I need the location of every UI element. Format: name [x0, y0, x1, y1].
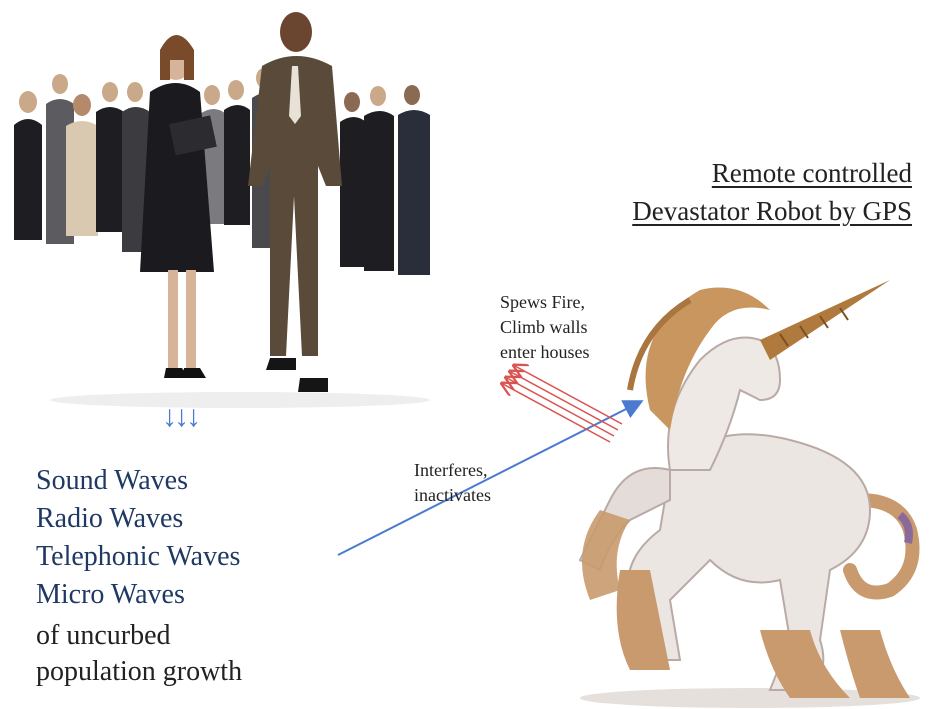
title-line-2: Devastator Robot by GPS: [632, 196, 912, 226]
wave-item: Radio Waves: [36, 503, 184, 534]
fire-arrows: [503, 366, 623, 443]
wave-item: Telephonic Waves: [36, 541, 241, 572]
robot-note-line: Spews Fire,: [500, 292, 585, 312]
interference-arrow: [337, 400, 644, 556]
business-people-illustration: [14, 12, 430, 408]
interference-note-line: Interferes,: [414, 460, 488, 480]
wave-item: Sound Waves: [36, 465, 189, 496]
robot-abilities-note: Spews Fire, Climb walls enter houses: [500, 290, 589, 365]
growth-line: population growth: [36, 656, 243, 687]
population-growth-text: of uncurbed population growth: [36, 618, 242, 690]
unicorn-illustration: [578, 280, 920, 708]
down-arrows-icon: ↓↓↓: [162, 400, 201, 433]
growth-line: of uncurbed: [36, 620, 171, 651]
interference-note-line: inactivates: [414, 485, 491, 505]
wave-item: Micro Waves: [36, 579, 185, 610]
robot-note-line: enter houses: [500, 342, 590, 362]
interference-note: Interferes, inactivates: [414, 458, 491, 508]
waves-list: Sound Waves Radio Waves Telephonic Waves…: [36, 462, 240, 614]
robot-note-line: Climb walls: [500, 317, 588, 337]
title-line-1: Remote controlled: [711, 158, 912, 188]
